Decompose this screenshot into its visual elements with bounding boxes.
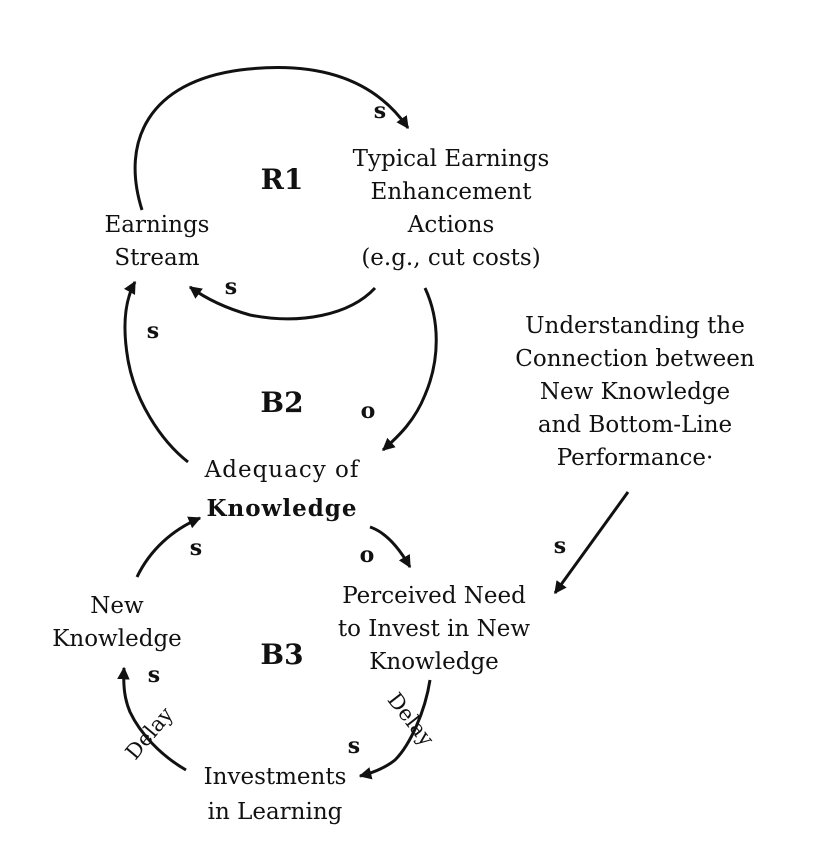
node-perceived-need: Perceived Need to Invest in New Knowledg…: [338, 583, 530, 675]
polarity-actions-to-adequacy: o: [361, 398, 376, 424]
edge-need-to-investments: [358, 679, 432, 780]
loop-label-b2: B2: [260, 386, 303, 419]
polarity-actions-to-earnings: s: [225, 274, 237, 300]
node-typical-actions-line: Actions: [407, 212, 495, 238]
edge-adequacy-to-earnings: [123, 280, 189, 464]
delay-right: Delay: [383, 688, 439, 750]
edge-newknowledge-to-adequacy: [135, 516, 202, 578]
node-understanding: Understanding the Connection between New…: [515, 313, 755, 471]
loop-label-b3: B3: [260, 638, 303, 671]
node-earnings-stream-line: Earnings: [104, 212, 209, 238]
edge-earnings-to-actions: [133, 66, 410, 211]
node-new-knowledge-line: Knowledge: [52, 626, 182, 652]
node-understanding-line: Connection between: [515, 346, 755, 372]
node-new-knowledge-line: New: [90, 593, 144, 619]
polarity-adequacy-to-need: o: [360, 542, 375, 568]
edge-understanding-to-need: [553, 491, 630, 595]
edge-adequacy-to-need: [369, 525, 412, 569]
loop-label-r1: R1: [261, 163, 304, 196]
node-investments-line: Investments: [204, 764, 347, 790]
node-understanding-line: Understanding the: [525, 313, 745, 339]
polarity-investments-to-newknowledge: s: [148, 662, 160, 688]
node-earnings-stream: Earnings Stream: [104, 212, 209, 271]
node-understanding-line: Performance·: [557, 445, 714, 471]
node-adequacy: Adequacy of Knowledge: [204, 457, 360, 522]
node-earnings-stream-line: Stream: [114, 245, 199, 271]
node-perceived-need-line: Knowledge: [369, 649, 499, 675]
edge-actions-to-adequacy: [382, 287, 438, 452]
node-new-knowledge: New Knowledge: [52, 593, 182, 652]
node-investments: Investments in Learning: [204, 764, 347, 825]
polarity-earnings-to-actions: s: [374, 98, 386, 124]
node-understanding-line: New Knowledge: [540, 379, 730, 405]
node-typical-actions-line: (e.g., cut costs): [361, 245, 540, 271]
node-typical-actions-line: Typical Earnings: [353, 146, 550, 172]
node-perceived-need-line: to Invest in New: [338, 616, 530, 642]
node-adequacy-line: Knowledge: [206, 495, 357, 522]
polarity-understanding-to-need: s: [554, 533, 566, 559]
node-understanding-line: and Bottom-Line: [538, 412, 732, 438]
node-typical-actions-line: Enhancement: [371, 179, 533, 205]
polarity-need-to-investments: s: [348, 733, 360, 759]
edge-investments-to-newknowledge: [117, 666, 187, 772]
node-typical-actions: Typical Earnings Enhancement Actions (e.…: [353, 146, 550, 271]
polarity-adequacy-to-earnings: s: [147, 318, 159, 344]
polarity-newknowledge-to-adequacy: s: [190, 535, 202, 561]
node-adequacy-line: Adequacy of: [204, 457, 360, 483]
edge-actions-to-earnings: [188, 285, 377, 321]
node-perceived-need-line: Perceived Need: [342, 583, 526, 609]
node-investments-line: in Learning: [208, 799, 343, 825]
